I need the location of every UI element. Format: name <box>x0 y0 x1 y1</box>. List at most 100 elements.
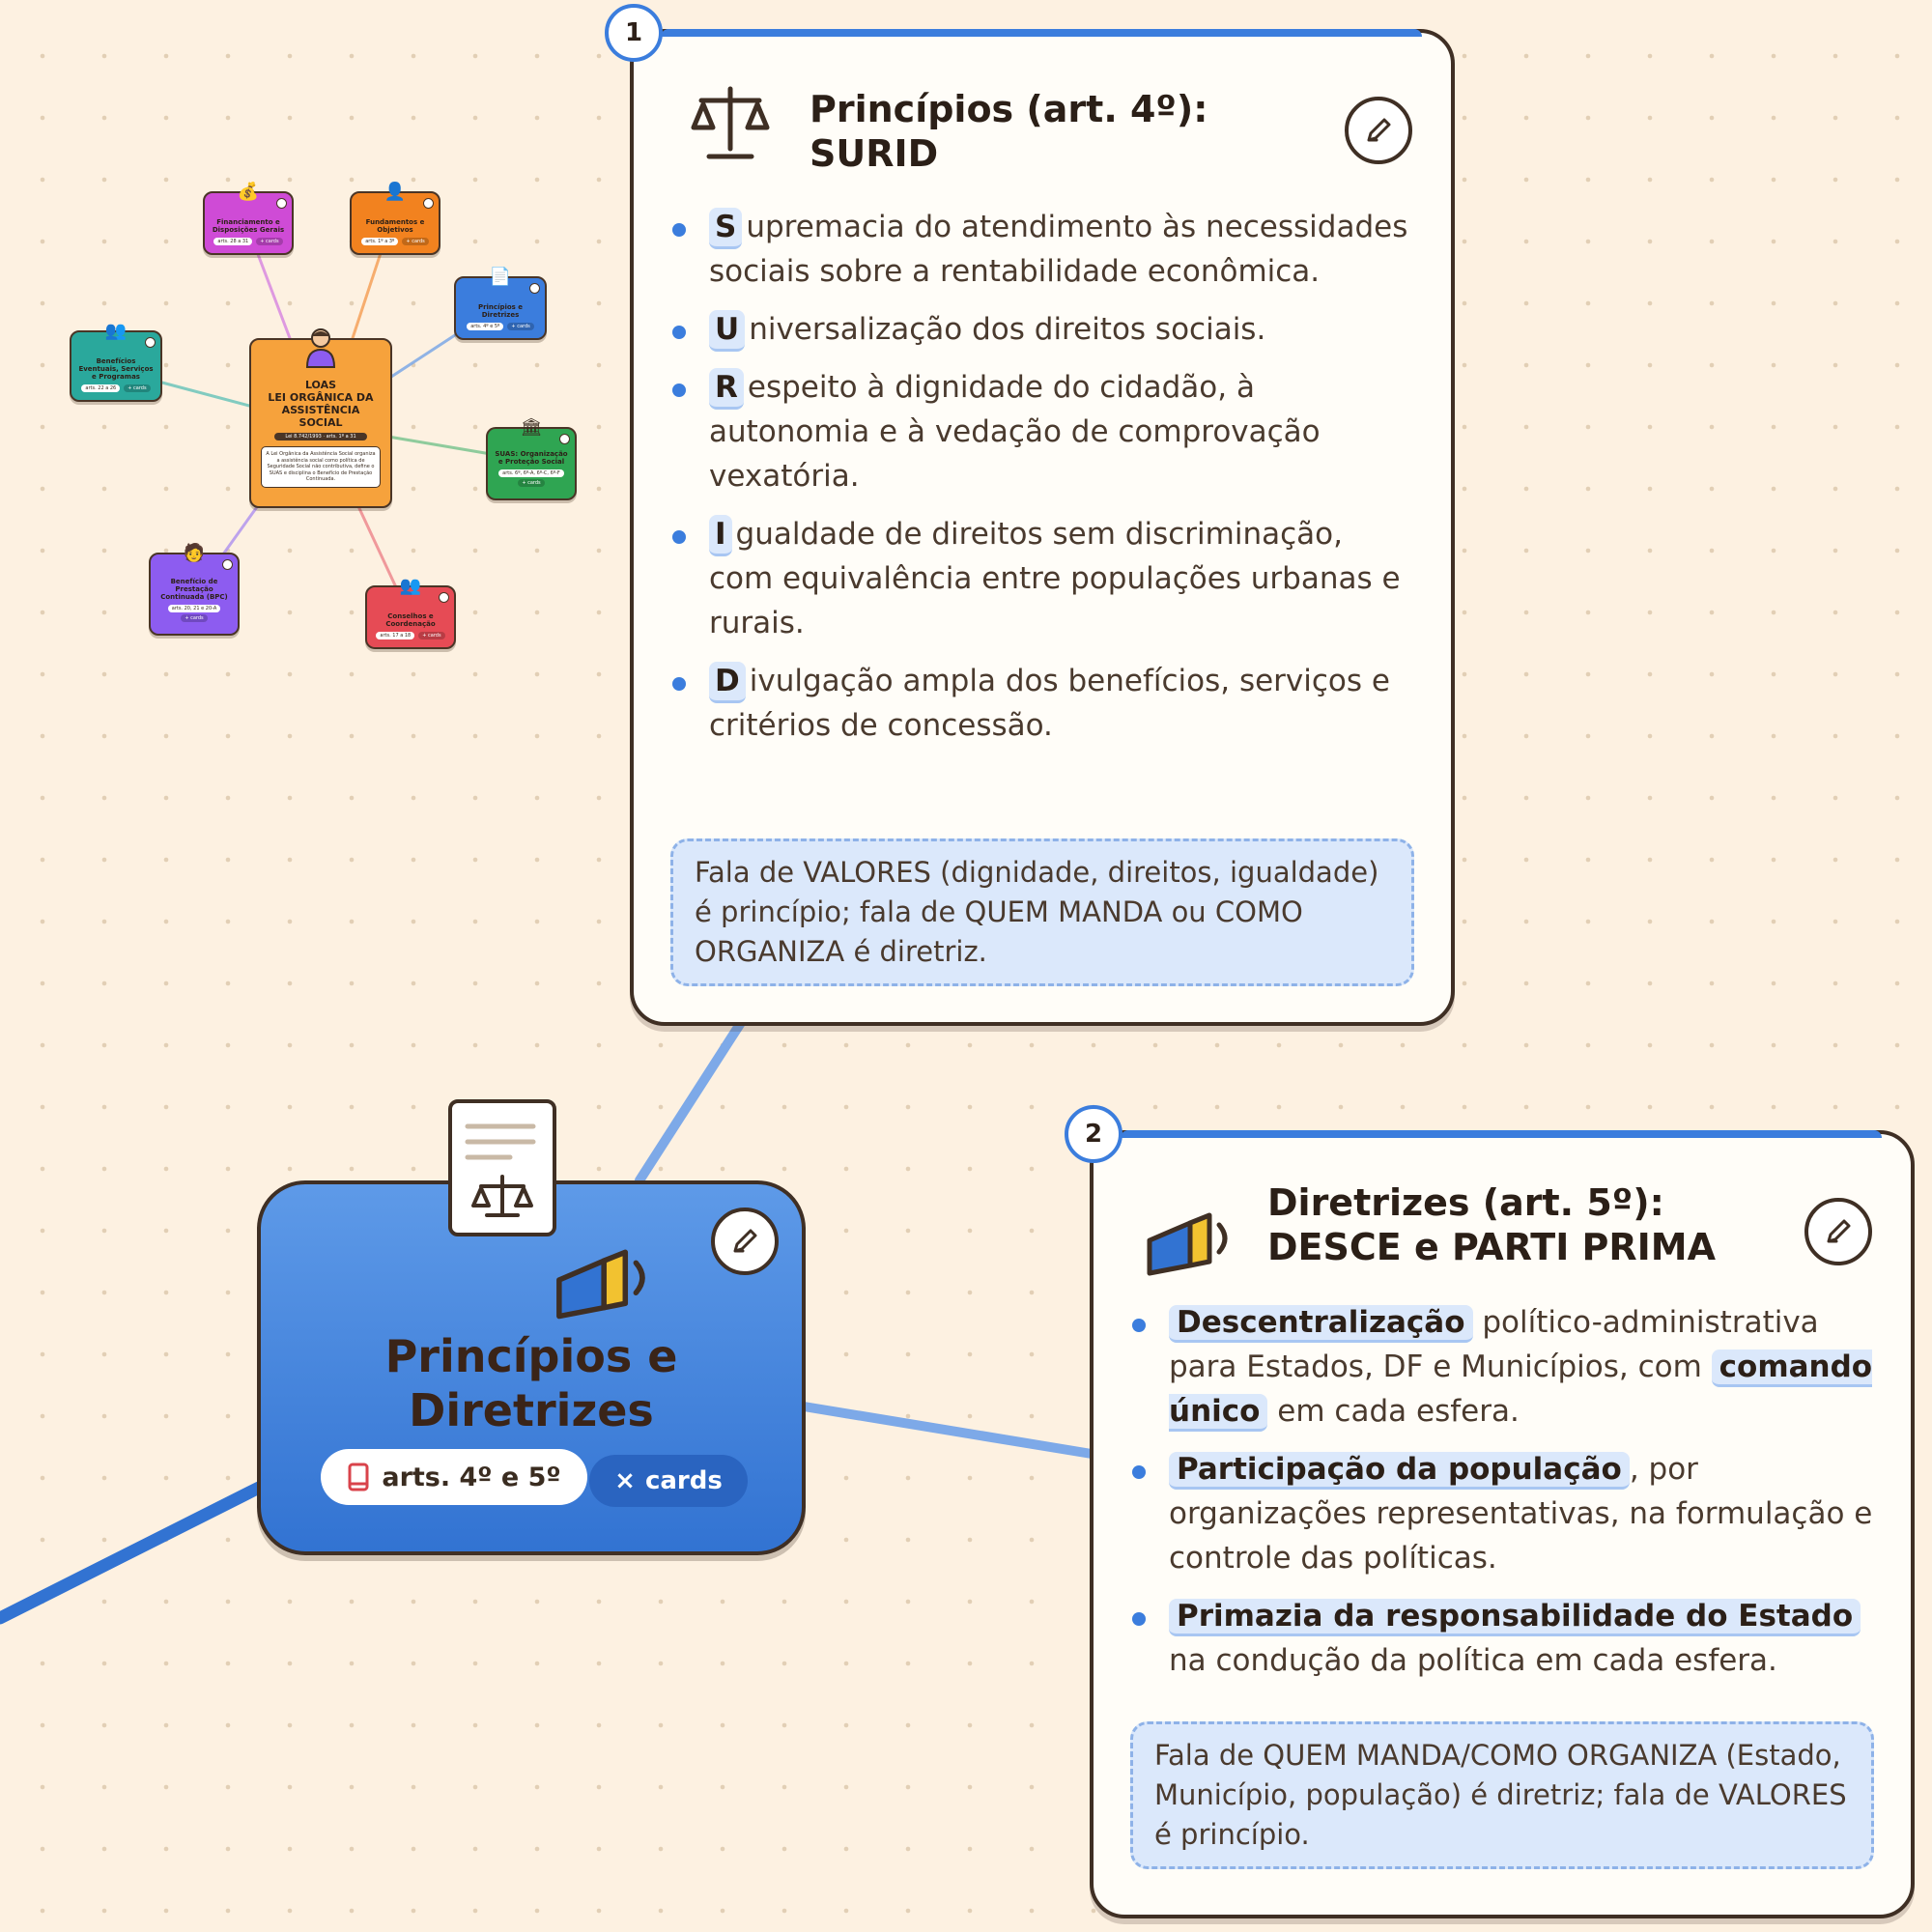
node-toggle-icon[interactable] <box>222 559 233 570</box>
minimap-node-title: Conselhos e Coordenação <box>385 612 436 628</box>
node-toggle-icon[interactable] <box>276 198 287 209</box>
person-icon <box>305 328 336 368</box>
minimap-node-cards: + cards <box>181 614 208 622</box>
node-toggle-icon[interactable] <box>145 337 156 348</box>
minimap-node-arts: arts. 20, 21 e 20-A <box>167 605 221 612</box>
title-line: SURID <box>810 132 939 175</box>
minimap-node-suas[interactable]: 🏛 SUAS: Organização e Proteção Social ar… <box>486 417 577 500</box>
title-line: Diretrizes <box>409 1384 654 1436</box>
minimap-node-title: Financiamento e Disposições Gerais <box>212 218 285 234</box>
diretrizes-list: Descentralização político-administrativa… <box>1132 1300 1884 1696</box>
list-item-text: político-administrativa para Estados, DF… <box>1169 1305 1819 1384</box>
acronym-letter: I <box>709 515 732 556</box>
diretrizes-card[interactable]: 2 Diretrizes (art. 5º): DESCE e PARTI PR… <box>1065 1105 1915 1918</box>
building-icon: 🏛 <box>520 417 543 438</box>
list-item-text: ivulgação ampla dos benefícios, serviços… <box>709 664 1390 743</box>
node-toggle-icon[interactable] <box>423 198 434 209</box>
minimap-center-title: LOAS LEI ORGÂNICA DA ASSISTÊNCIA SOCIAL <box>268 379 374 429</box>
principios-diretrizes-node[interactable]: Princípios e Diretrizes arts. 4º e 5º × … <box>257 1099 806 1555</box>
articles-text: arts. 4º e 5º <box>382 1462 561 1492</box>
mini-connector <box>218 502 261 560</box>
list-item-text: gualdade de direitos sem discriminação, … <box>709 517 1401 640</box>
minimap-node-arts: arts. 4º e 5º <box>467 323 504 330</box>
person-coin-icon: 🧑 <box>183 543 206 563</box>
minimap-node-title: SUAS: Organização e Proteção Social <box>495 450 568 466</box>
highlight-term: Primazia da responsabilidade do Estado <box>1169 1599 1861 1636</box>
person-icon: 👤 <box>384 182 407 202</box>
megaphone-icon <box>556 1249 645 1320</box>
minimap-node-arts: arts. 28 a 31 <box>213 238 253 245</box>
diretrizes-note: Fala de QUEM MANDA/COMO ORGANIZA (Estado… <box>1130 1721 1874 1869</box>
minimap-node-title: Benefícios Eventuais, Serviços e Program… <box>78 357 154 381</box>
minimap-node-bpc[interactable]: 🧑 Benefício de Prestação Continuada (BPC… <box>149 543 240 636</box>
document-icon: 📄 <box>489 267 512 287</box>
mini-connector <box>251 240 292 340</box>
cards-label: cards <box>644 1466 723 1495</box>
minimap-node-principios[interactable]: 📄 Princípios e Diretrizes arts. 4º e 5º+… <box>454 267 547 340</box>
mini-connector <box>386 435 493 456</box>
list-item-text: em cada esfera. <box>1267 1394 1520 1429</box>
card-accent-line <box>1121 1130 1882 1138</box>
list-item: Primazia da responsabilidade do Estado n… <box>1132 1594 1884 1683</box>
edit-button[interactable] <box>1345 97 1412 164</box>
list-item-text: , por organizações representativas, na f… <box>1169 1452 1873 1576</box>
highlight-term: Participação da população <box>1169 1452 1630 1490</box>
list-item-text: espeito à dignidade do cidadão, à autono… <box>709 370 1321 494</box>
list-item-text: upremacia do atendimento às necessidades… <box>709 210 1408 289</box>
minimap-node-cards: + cards <box>418 632 445 639</box>
articles-badge: arts. 4º e 5º <box>321 1449 587 1505</box>
title-line: Princípios (art. 4º): <box>810 88 1208 130</box>
minimap-node-title: Benefício de Prestação Continuada (BPC) <box>160 578 228 601</box>
minimap-node-beneficios-eventuais[interactable]: 👥 Benefícios Eventuais, Serviços e Progr… <box>70 321 162 402</box>
minimap-node-financiamento[interactable]: 💰 Financiamento e Disposições Gerais art… <box>203 182 294 255</box>
acronym-letter: U <box>709 310 746 352</box>
minimap-node-title: Fundamentos e Objetivos <box>365 218 425 234</box>
mini-connector <box>355 502 398 589</box>
book-icon <box>348 1463 369 1492</box>
principios-note: Fala de VALORES (dignidade, direitos, ig… <box>670 838 1414 986</box>
close-icon: × <box>614 1466 636 1495</box>
title-line: DESCE e PARTI PRIMA <box>1267 1226 1717 1268</box>
minimap-center-node[interactable]: LOAS LEI ORGÂNICA DA ASSISTÊNCIA SOCIAL … <box>249 328 392 508</box>
minimap-node-cards: + cards <box>124 384 151 392</box>
pencil-icon <box>733 1229 757 1253</box>
minimap-node-arts: arts. 1º a 3º <box>361 238 399 245</box>
mini-connector <box>156 380 251 408</box>
connector-to-card-2 <box>793 1401 1096 1459</box>
title-line: Princípios e <box>384 1330 678 1382</box>
card-number-badge: 1 <box>605 4 663 62</box>
megaphone-icon <box>1147 1212 1228 1276</box>
minimap-node-cards: + cards <box>256 238 283 245</box>
pencil-icon <box>1367 118 1391 142</box>
acronym-letter: S <box>709 208 743 249</box>
mini-connector <box>386 331 460 381</box>
minimap-node-fundamentos[interactable]: 👤 Fundamentos e Objetivos arts. 1º a 3º+… <box>350 182 440 255</box>
scale-icon <box>691 86 770 159</box>
title-line: Diretrizes (art. 5º): <box>1267 1181 1664 1224</box>
edit-button[interactable] <box>1804 1198 1872 1265</box>
document-icon <box>448 1099 556 1236</box>
list-item-text: niversalização dos direitos sociais. <box>749 312 1266 347</box>
acronym-letter: D <box>709 662 746 703</box>
minimap-node-arts: arts. 6º, 6º-A, 6º-C, 6º-F <box>498 469 564 477</box>
node-toggle-icon[interactable] <box>439 592 449 603</box>
minimap-node-cards: + cards <box>507 323 534 330</box>
node-toggle-icon[interactable] <box>559 434 570 444</box>
cards-button[interactable]: × cards <box>589 1455 748 1507</box>
acronym-letter: R <box>709 368 744 410</box>
group-icon: 👥 <box>104 321 128 341</box>
minimap-center-badge: Lei 8.742/1993 · arts. 1º a 31 <box>274 433 367 440</box>
edit-button[interactable] <box>711 1208 779 1275</box>
node-toggle-icon[interactable] <box>529 283 540 294</box>
connector-to-card-1 <box>635 1013 749 1185</box>
minimap-node-conselhos[interactable]: 👥 Conselhos e Coordenação arts. 17 a 18+… <box>365 576 456 649</box>
coin-icon: 💰 <box>237 182 260 202</box>
